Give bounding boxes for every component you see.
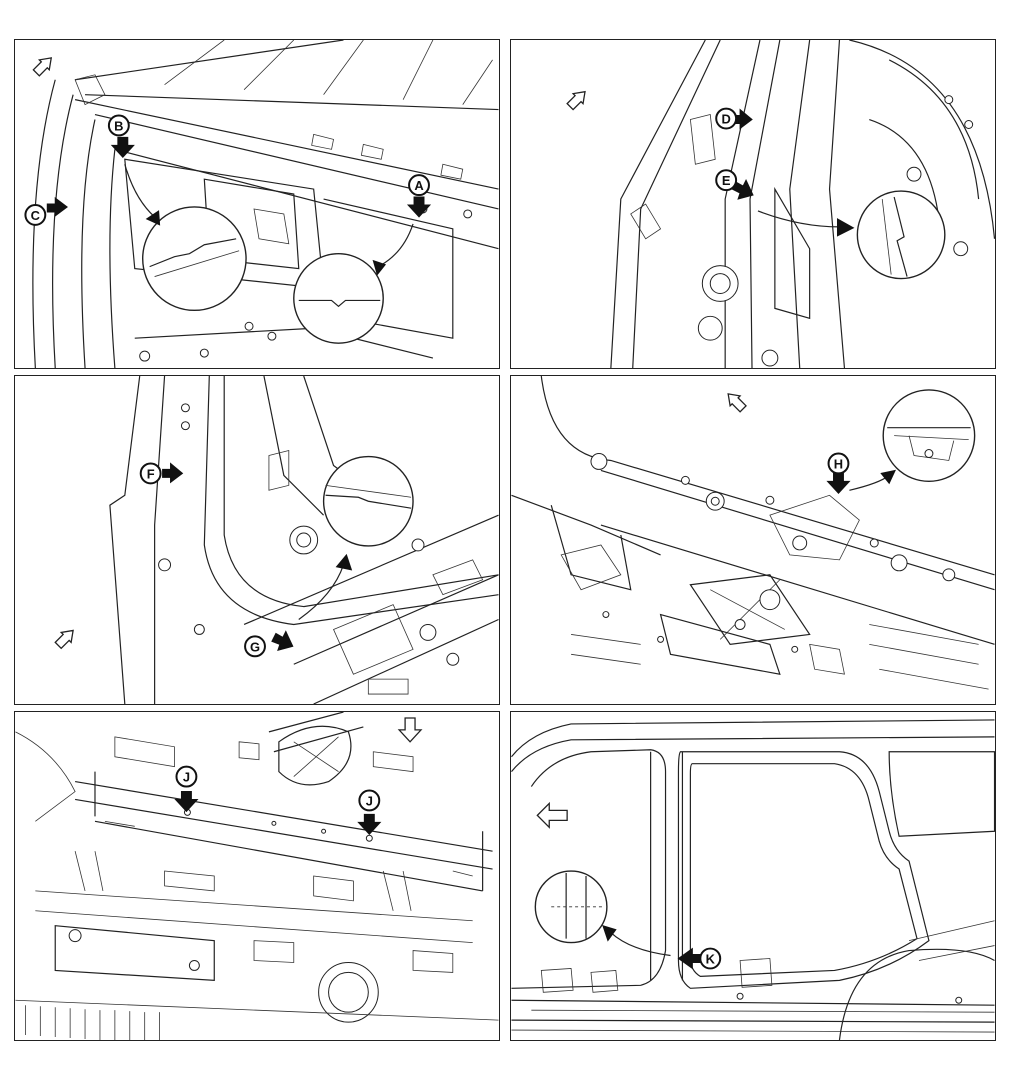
callout-arrow-icon xyxy=(849,469,897,491)
arrow-b xyxy=(110,136,135,159)
pillar xyxy=(32,74,116,368)
arrow-e xyxy=(731,179,754,200)
callout-arrow-icon xyxy=(757,210,855,237)
arrow-h xyxy=(826,472,851,495)
label-d: D xyxy=(721,111,730,126)
label-badge-k: K xyxy=(699,947,722,970)
label-c: C xyxy=(31,208,40,223)
label-a: A xyxy=(414,178,423,193)
label-badge-b: B xyxy=(107,114,130,137)
panel-6: K xyxy=(510,711,996,1041)
crossmember xyxy=(540,376,995,645)
direction-arrow-icon xyxy=(727,393,747,413)
callout-arrow-icon xyxy=(124,164,414,276)
arrow-c xyxy=(46,197,68,217)
label-j-left: J xyxy=(183,770,190,785)
magnifier-circle-icon xyxy=(882,389,976,483)
panel-1-drawing: A B C xyxy=(24,40,499,368)
panel-5: J J xyxy=(14,711,500,1041)
callout-arrow-icon xyxy=(298,553,353,621)
arrow-a xyxy=(406,196,432,218)
magnifier-circle-icon xyxy=(534,870,608,944)
direction-arrow-icon xyxy=(536,801,568,829)
panel-6-drawing: K xyxy=(511,719,995,1040)
label-e: E xyxy=(722,173,731,188)
panel-1: A B C xyxy=(14,39,500,369)
panel-2: D E xyxy=(510,39,996,369)
label-badge-j-left: J xyxy=(175,765,198,788)
floor xyxy=(511,494,989,690)
arrow-j-right xyxy=(357,813,382,835)
wheelhouse xyxy=(849,40,995,257)
panel-2-drawing: D E xyxy=(566,40,995,368)
direction-arrow-icon xyxy=(32,57,53,77)
label-badge-c: C xyxy=(24,204,47,226)
label-badge-h: H xyxy=(827,452,850,475)
direction-arrow-icon xyxy=(397,717,423,743)
body-side xyxy=(511,719,995,1040)
label-badge-a: A xyxy=(408,174,430,197)
callout-arrow-icon xyxy=(602,924,671,957)
magnifier-circle-icon xyxy=(856,190,946,280)
label-h: H xyxy=(834,456,843,471)
label-badge-e: E xyxy=(715,169,738,192)
label-badge-j-right: J xyxy=(358,789,381,812)
panel-3-drawing: F G xyxy=(54,376,499,704)
label-badge-f: F xyxy=(139,462,162,485)
label-badge-g: G xyxy=(244,635,266,658)
panel-5-drawing: J J xyxy=(15,712,499,1040)
pillar xyxy=(610,40,846,368)
crossmember xyxy=(75,771,493,892)
floor-top xyxy=(15,712,414,822)
label-k: K xyxy=(706,951,716,966)
label-g: G xyxy=(250,639,260,654)
arrow-g xyxy=(271,630,294,652)
label-j-right: J xyxy=(366,793,373,808)
magnifier-circle-icon xyxy=(322,455,414,547)
magnifier-circle-icon xyxy=(142,206,384,344)
label-f: F xyxy=(147,466,155,481)
arrow-j-left xyxy=(174,791,199,813)
panel-4: H xyxy=(510,375,996,705)
arrow-f xyxy=(162,462,184,484)
label-badge-d: D xyxy=(715,107,738,130)
direction-arrow-icon xyxy=(54,629,74,650)
floor xyxy=(243,514,499,704)
label-b: B xyxy=(114,118,123,133)
direction-arrow-icon xyxy=(566,90,586,111)
roof-lines xyxy=(74,40,499,250)
panel-4-drawing: H xyxy=(511,376,995,690)
panel-3: F G xyxy=(14,375,500,705)
floor-bottom xyxy=(15,851,499,1040)
arrow-k xyxy=(677,947,701,970)
